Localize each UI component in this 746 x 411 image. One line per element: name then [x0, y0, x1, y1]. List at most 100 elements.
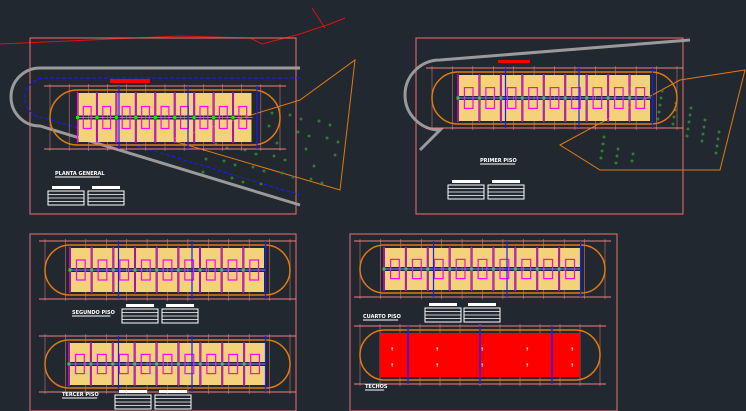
- tree: [600, 149, 604, 153]
- room: [459, 100, 479, 121]
- room: [201, 366, 222, 385]
- room: [92, 272, 113, 292]
- tree: [328, 123, 332, 127]
- third-floor-plan: [39, 334, 296, 394]
- tree: [272, 154, 276, 158]
- slope-arrow: ↑: [435, 347, 439, 353]
- room: [428, 248, 449, 267]
- tree: [299, 117, 303, 121]
- room: [560, 271, 580, 290]
- room: [175, 119, 194, 142]
- slope-arrow: ↑: [570, 347, 574, 353]
- room: [566, 100, 586, 121]
- table-header: [468, 303, 496, 306]
- room: [516, 271, 537, 290]
- tree: [280, 171, 284, 175]
- sheet-border-2: [29, 233, 297, 411]
- room: [201, 248, 221, 268]
- room: [179, 366, 200, 385]
- room: [450, 271, 471, 290]
- sheet-border-1: [415, 37, 684, 215]
- tree: [201, 170, 205, 174]
- room: [97, 119, 116, 142]
- slope-arrow: ↑: [390, 363, 394, 369]
- room: [560, 248, 580, 267]
- room: [587, 75, 608, 96]
- sheet-border-3: [349, 233, 618, 411]
- building-outline: [359, 244, 606, 294]
- area-table: [47, 186, 85, 206]
- room: [222, 272, 243, 292]
- tree: [656, 117, 660, 121]
- room: [566, 75, 586, 96]
- room: [135, 366, 156, 385]
- tree: [658, 103, 662, 107]
- site-label-bar: [110, 79, 150, 83]
- room: [91, 343, 112, 362]
- room: [244, 272, 264, 292]
- room: [223, 366, 244, 385]
- room: [406, 271, 427, 290]
- room: [244, 248, 264, 268]
- site-plan-building: [44, 84, 286, 151]
- green-area: [559, 69, 746, 171]
- tree: [701, 132, 705, 136]
- room: [117, 93, 135, 116]
- room: [136, 93, 155, 116]
- room: [385, 248, 405, 267]
- fourth-floor-plan: [354, 239, 611, 299]
- tree: [657, 110, 661, 114]
- room: [71, 272, 91, 292]
- room: [544, 100, 565, 121]
- room: [136, 272, 156, 292]
- room: [245, 366, 265, 385]
- table-header: [429, 303, 457, 306]
- room: [157, 366, 178, 385]
- site-axis: [24, 77, 301, 196]
- tree: [333, 153, 337, 157]
- tree: [716, 137, 720, 141]
- tree: [296, 130, 300, 134]
- tree: [267, 124, 271, 128]
- tree: [309, 177, 313, 181]
- room: [234, 93, 252, 116]
- tree: [270, 111, 274, 115]
- room: [523, 100, 543, 121]
- room: [179, 272, 199, 292]
- room: [117, 119, 135, 142]
- slope-arrow: ↑: [570, 363, 574, 369]
- slope-arrow: ↑: [480, 363, 484, 369]
- tree: [325, 136, 329, 140]
- tree: [717, 130, 721, 134]
- room: [214, 93, 233, 116]
- room: [234, 119, 252, 142]
- tree: [312, 164, 316, 168]
- room: [179, 248, 199, 268]
- slope-arrow: ↑: [525, 363, 529, 369]
- room: [70, 343, 90, 362]
- tree: [304, 147, 308, 151]
- first-floor-plan: [426, 66, 683, 130]
- room: [78, 119, 96, 142]
- tree: [659, 96, 663, 100]
- tree: [233, 163, 237, 167]
- tree: [615, 154, 619, 158]
- room: [385, 271, 405, 290]
- tree: [230, 176, 234, 180]
- room: [97, 93, 116, 116]
- tree: [714, 151, 718, 155]
- room: [523, 75, 543, 96]
- sheet-title: CUARTO PISO: [363, 314, 401, 320]
- tree: [254, 152, 258, 156]
- room: [516, 248, 537, 267]
- room: [459, 75, 479, 96]
- room: [538, 248, 559, 267]
- room: [195, 93, 213, 116]
- tree: [262, 169, 266, 173]
- building-outline: [44, 244, 291, 296]
- room: [472, 271, 493, 290]
- table-header: [159, 390, 187, 393]
- room: [201, 272, 221, 292]
- tree: [688, 113, 692, 117]
